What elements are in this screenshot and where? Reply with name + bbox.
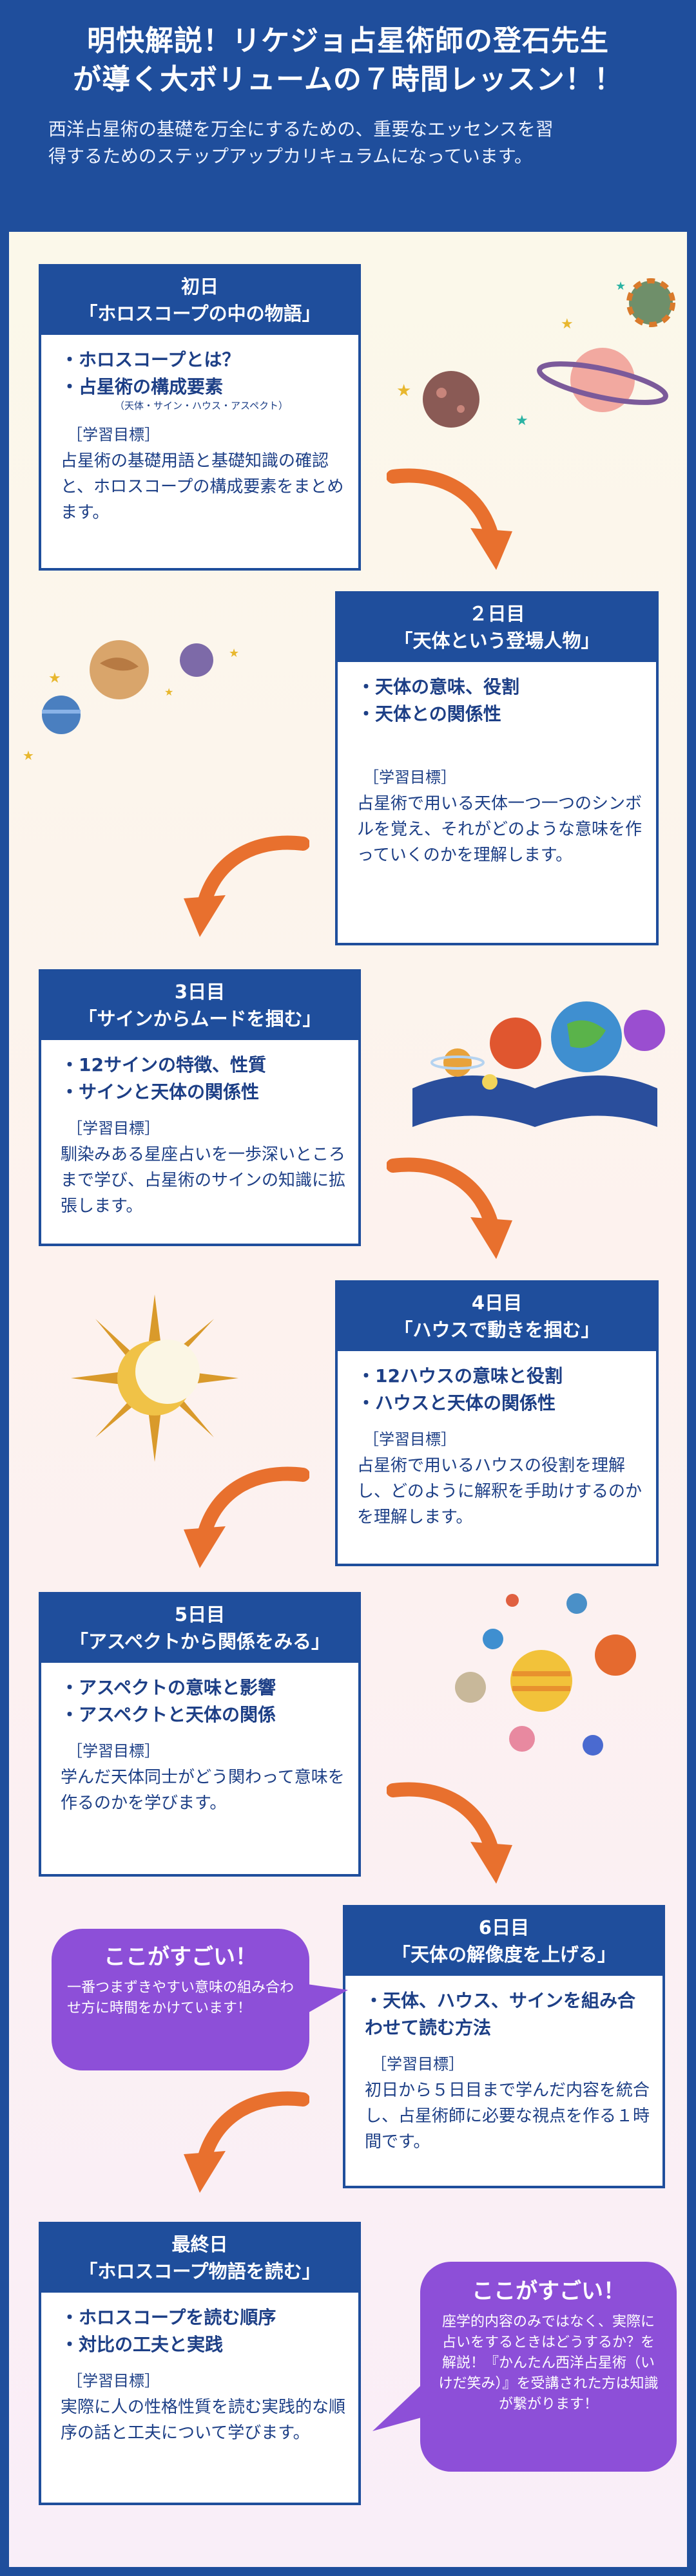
svg-text:★: ★ (615, 279, 626, 293)
lesson-header: ２日目 「天体という登場人物」 (338, 594, 656, 662)
lesson-theme: 「天体という登場人物」 (394, 630, 600, 652)
lesson-header: 最終日 「ホロスコープ物語を読む」 (41, 2224, 358, 2293)
topic-item: ・ハウスと天体の関係性 (357, 1392, 556, 1414)
topic-list: ・ホロスコープとは？ ・占星術の構成要素（天体・サイン・ハウス・アスペクト） (61, 346, 345, 412)
topic-item: ・占星術の構成要素（天体・サイン・ハウス・アスペクト） (61, 374, 345, 412)
page-description: 西洋占星術の基礎を万全にするための、重要なエッセンスを習 得するためのステップア… (48, 118, 554, 167)
goal-heading: ［学習目標］ (67, 426, 160, 444)
goal-heading: ［学習目標］ (67, 2372, 160, 2390)
svg-text:★: ★ (229, 647, 239, 660)
topic-item: ・ホロスコープを読む順序 (61, 2307, 276, 2328)
topic-list: ・アスペクトの意味と影響 ・アスペクトと天体の関係 (61, 1674, 345, 1728)
topic-list: ・天体の意味、役割 ・天体との関係性 (357, 674, 643, 728)
topic-list: ・天体、ハウス、サインを組み合わせて読む方法 (365, 1987, 650, 2041)
svg-text:★: ★ (561, 316, 574, 332)
goal-heading: ［学習目標］ (67, 1742, 160, 1760)
topic-item: ・アスペクトと天体の関係 (61, 1704, 276, 1725)
lesson-day: 初日 (180, 276, 218, 298)
goal-text: 占星術の基礎用語と基礎知識の確認と、ホロスコープの構成要素をまとめます。 (61, 451, 344, 522)
solar-system-icon (455, 1593, 636, 1756)
topic-item: ・天体との関係性 (357, 703, 501, 724)
lesson-card-day1: 初日 「ホロスコープの中の物語」 ・ホロスコープとは？ ・占星術の構成要素（天体… (39, 264, 361, 571)
open-book-planets-icon (412, 1001, 665, 1127)
lesson-day: 4日目 (471, 1292, 523, 1314)
lesson-theme: 「ホロスコープの中の物語」 (79, 303, 321, 325)
callout-title: ここがすごい！ (472, 2278, 625, 2304)
curved-arrow-icon (387, 1782, 512, 1884)
topic-list: ・ホロスコープを読む順序 ・対比の工夫と実践 (61, 2304, 345, 2358)
topic-item: ・ホロスコープとは？ (61, 349, 240, 370)
goal-heading: ［学習目標］ (67, 1119, 160, 1137)
lesson-day: 3日目 (174, 981, 226, 1003)
lesson-header: 4日目 「ハウスで動きを掴む」 (338, 1283, 656, 1351)
goal-heading: ［学習目標］ (371, 2055, 464, 2073)
curved-arrow-icon (184, 1466, 309, 1568)
topic-item: ・天体、ハウス、サインを組み合わせて読む方法 (365, 1990, 636, 2038)
lesson-header: 3日目 「サインからムードを掴む」 (41, 972, 358, 1040)
topic-item: ・アスペクトの意味と影響 (61, 1677, 276, 1698)
topic-item: ・12ハウスの意味と役割 (357, 1365, 563, 1387)
header: 明快解説！リケジョ占星術師の登石先生 が導く大ボリュームの７時間レッスン！！ 西… (0, 0, 696, 219)
curved-arrow-icon (387, 468, 512, 570)
topic-item: ・12サインの特徴、性質 (61, 1054, 266, 1075)
topic-item: ・サインと天体の関係性 (61, 1081, 260, 1103)
lesson-day: 6日目 (478, 1917, 530, 1938)
callout-bubble-2: ここがすごい！ 座学的内容のみではなく、実際に占いをするときはどうするか？を解説… (420, 2262, 677, 2472)
goal-text: 占星術で用いる天体一つ一つのシンボルを覚え、それがどのような意味を作っていくのか… (357, 794, 643, 865)
topic-note: （天体・サイン・ハウス・アスペクト） (115, 400, 288, 412)
lesson-card-final: 最終日 「ホロスコープ物語を読む」 ・ホロスコープを読む順序 ・対比の工夫と実践… (39, 2222, 361, 2505)
topic-list: ・12ハウスの意味と役割 ・ハウスと天体の関係性 (357, 1363, 643, 1417)
topic-list: ・12サインの特徴、性質 ・サインと天体の関係性 (61, 1052, 345, 1106)
lesson-header: 5日目 「アスペクトから関係をみる」 (41, 1595, 358, 1663)
lesson-card-day3: 3日目 「サインからムードを掴む」 ・12サインの特徴、性質 ・サインと天体の関… (39, 969, 361, 1246)
lesson-theme: 「天体の解像度を上げる」 (391, 1944, 616, 1965)
callout-tail-icon (372, 2376, 430, 2431)
lesson-card-day6: 6日目 「天体の解像度を上げる」 ・天体、ハウス、サインを組み合わせて読む方法 … (343, 1905, 665, 2188)
lesson-card-day4: 4日目 「ハウスで動きを掴む」 ・12ハウスの意味と役割 ・ハウスと天体の関係性… (335, 1280, 659, 1566)
topic-item: ・天体の意味、役割 (357, 676, 520, 697)
svg-text:★: ★ (23, 748, 34, 763)
sun-moon-icon (71, 1294, 238, 1462)
svg-text:★: ★ (396, 381, 411, 401)
lesson-theme: 「サインからムードを掴む」 (78, 1008, 322, 1030)
callout-body: 座学的内容のみではなく、実際に占いをするときはどうするか？を解説！『かんたん西洋… (438, 2314, 659, 2412)
topic-item: ・対比の工夫と実践 (61, 2334, 224, 2355)
svg-text:★: ★ (48, 670, 61, 687)
lesson-theme: 「ハウスで動きを掴む」 (394, 1319, 600, 1341)
callout-title: ここがすごい！ (104, 1944, 257, 1970)
lesson-theme: 「アスペクトから関係をみる」 (70, 1631, 330, 1653)
curved-arrow-icon (387, 1157, 512, 1259)
callout-tail-icon (303, 1984, 348, 2016)
goal-heading: ［学習目標］ (363, 768, 456, 786)
curved-arrow-icon (184, 2091, 309, 2193)
svg-text:★: ★ (516, 413, 528, 429)
lesson-header: 6日目 「天体の解像度を上げる」 (345, 1908, 662, 1976)
svg-text:★: ★ (164, 686, 173, 698)
lesson-card-day5: 5日目 「アスペクトから関係をみる」 ・アスペクトの意味と影響 ・アスペクトと天… (39, 1592, 361, 1877)
goal-text: 占星術で用いるハウスの役割を理解し、どのように解釈を手助けするのかを理解します。 (357, 1456, 643, 1527)
goal-text: 馴染みある星座占いを一歩深いところまで学び、占星術のサインの知識に拡張します。 (61, 1145, 346, 1216)
lesson-day: 最終日 (171, 2233, 228, 2255)
page-title: 明快解説！リケジョ占星術師の登石先生 が導く大ボリュームの７時間レッスン！！ (73, 24, 623, 96)
curved-arrow-icon (184, 835, 309, 937)
lesson-theme: 「ホロスコープ物語を読む」 (79, 2260, 321, 2282)
lesson-card-day2: ２日目 「天体という登場人物」 ・天体の意味、役割 ・天体との関係性 ［学習目標… (335, 591, 659, 945)
callout-bubble-1: ここがすごい！ 一番つまずきやすい意味の組み合わせ方に時間をかけています！ (52, 1929, 309, 2070)
lesson-day: ２日目 (469, 603, 525, 625)
callout-body: 一番つまずきやすい意味の組み合わせ方に時間をかけています！ (67, 1980, 295, 2016)
goal-text: 初日から５日目まで学んだ内容を統合し、占星術師に必要な視点を作る１時間です。 (365, 2081, 650, 2152)
planets-cluster-icon: ★ ★ ★ ★ (396, 278, 675, 429)
goal-text: 実際に人の性格性質を読む実践的な順序の話と工夫について学びます。 (61, 2398, 346, 2443)
lesson-header: 初日 「ホロスコープの中の物語」 (41, 267, 358, 335)
lesson-day: 5日目 (174, 1604, 226, 1625)
planets-cluster-icon: ★ ★ ★ ★ (23, 640, 239, 763)
goal-text: 学んだ天体同士がどう関わって意味を作るのかを学びます。 (61, 1768, 345, 1813)
goal-heading: ［学習目標］ (363, 1430, 456, 1448)
